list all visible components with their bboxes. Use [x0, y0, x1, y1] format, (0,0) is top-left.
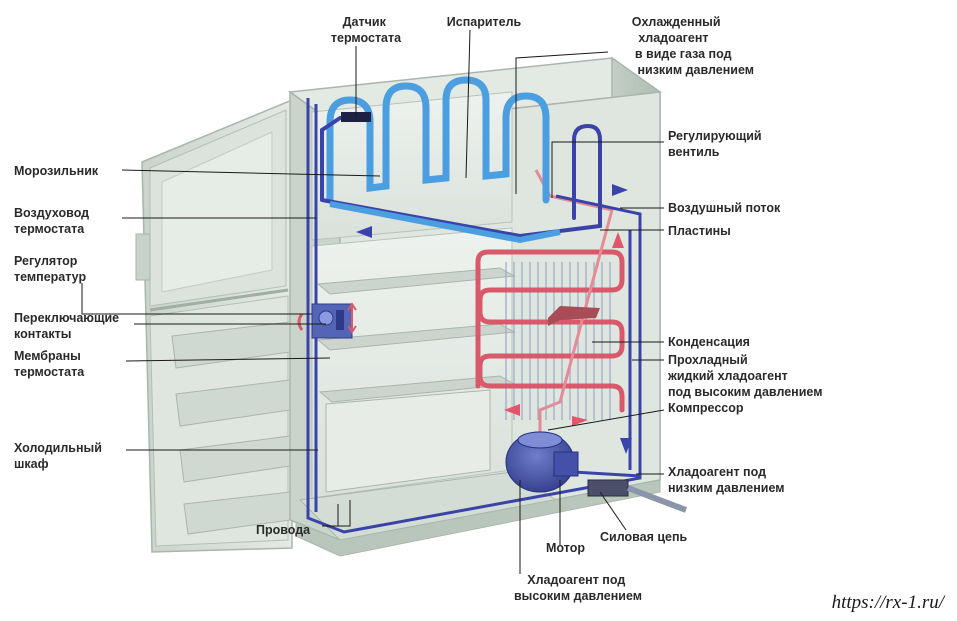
label-air-flow: Воздушный поток: [668, 201, 781, 215]
label-wires: Провода: [256, 523, 311, 537]
label-cool-liquid: Прохладный жидкий хладоагент под высоким…: [667, 353, 822, 399]
label-cooled-refrigerant: Охлажденный хладоагент в виде газа под н…: [632, 15, 754, 77]
label-thermostat-duct: Воздуховод термостата: [14, 206, 93, 236]
watermark-url: https://rx-1.ru/: [832, 592, 946, 613]
label-power-circuit: Силовая цепь: [600, 530, 688, 544]
evaporator-coil-dark: [320, 116, 602, 239]
compressor: [505, 431, 688, 513]
label-evaporator: Испаритель: [447, 15, 522, 29]
power-cord: [626, 485, 688, 513]
thermostat-sensor: [341, 112, 371, 122]
label-high-pressure: Хладоагент под высоким давлением: [514, 573, 642, 603]
evaporator-bottom: [329, 201, 561, 244]
label-switch-contacts: Переключающие контакты: [14, 311, 123, 341]
open-door: [135, 98, 293, 553]
label-thermostat-membranes: Мембраны термостата: [14, 349, 85, 379]
label-fridge-cabinet: Холодильный шкаф: [14, 441, 105, 471]
flow-arrows: [356, 184, 632, 454]
thermostat-unit: [297, 302, 357, 339]
evaporator-coil: [326, 76, 550, 204]
label-regulating-valve: Регулирующий вентиль: [668, 129, 765, 159]
label-motor: Мотор: [546, 541, 585, 555]
label-temp-regulator: Регулятор температур: [14, 254, 86, 284]
label-thermostat-sensor: Датчик термостата: [331, 15, 402, 45]
label-condensation: Конденсация: [668, 335, 750, 349]
leader-lines: [81, 29, 665, 574]
label-low-pressure: Хладоагент под низким давлением: [668, 465, 785, 495]
label-compressor: Компрессор: [668, 401, 744, 415]
labels: Датчик термостата Испаритель Охлажденный…: [14, 15, 822, 603]
label-plates: Пластины: [668, 224, 731, 238]
label-freezer: Морозильник: [14, 164, 99, 178]
